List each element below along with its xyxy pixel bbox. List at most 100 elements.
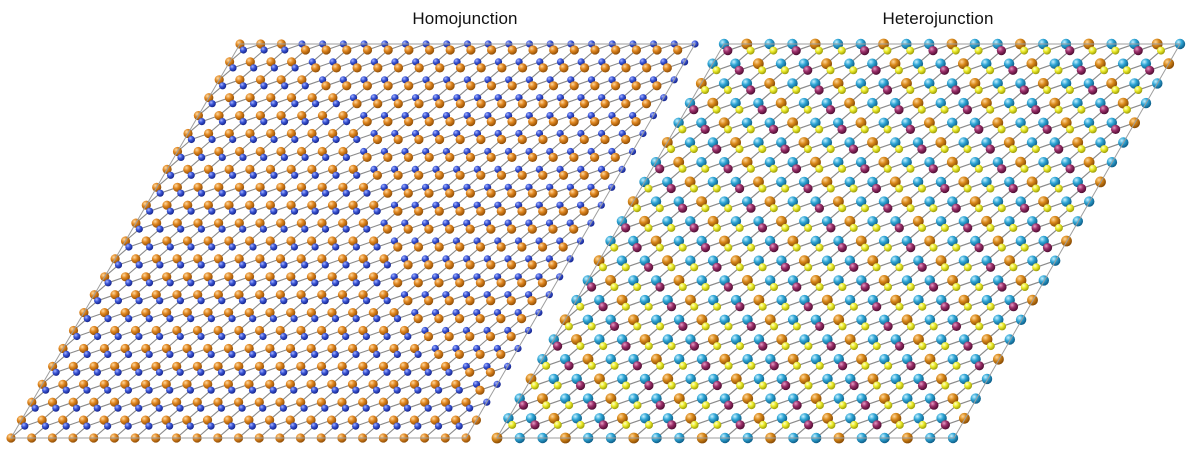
homojunction-atom-blue [300, 332, 308, 341]
heterojunction-atom-yellow [723, 86, 732, 94]
homojunction-atom-orange [338, 111, 348, 121]
homojunction-atom-blue [218, 189, 226, 197]
heterojunction-atom-magenta [757, 223, 768, 233]
heterojunction-atom-magenta [792, 282, 802, 292]
homojunction-atom-blue [176, 404, 184, 412]
homojunction-atom-blue [208, 135, 216, 144]
homojunction-atom-blue [104, 422, 112, 430]
heterojunction-atom-yellow [758, 184, 767, 193]
homojunction-atom-orange [517, 314, 527, 324]
homojunction-atom-blue [455, 422, 463, 430]
heterojunction-atom-orange2 [639, 334, 651, 345]
homojunction-atom-blue [342, 368, 350, 376]
homojunction-atom-blue [187, 171, 195, 179]
homojunction-atom-blue [445, 404, 453, 412]
homojunction-atom-blue [186, 422, 194, 430]
heterojunction-atom-orange2 [662, 255, 673, 267]
heterojunction-atom-cyan [958, 255, 970, 266]
homojunction-atom-orange [152, 218, 162, 228]
heterojunction-atom-magenta [746, 85, 756, 95]
heterojunction-atom-magenta [951, 85, 961, 95]
homojunction-atom-orange [455, 278, 465, 288]
homojunction-atom-orange [455, 206, 465, 216]
heterojunction-atom-orange2 [912, 215, 924, 227]
heterojunction-atom-yellow [599, 263, 607, 272]
heterojunction-atom-yellow [906, 204, 915, 213]
heterojunction-atom-yellow [746, 164, 755, 173]
heterojunction-atom-cyan [1004, 216, 1015, 227]
heterojunction-atom-yellow [849, 105, 858, 114]
homojunction-atom-orange [244, 308, 254, 318]
homojunction-atom-orange [352, 63, 362, 73]
heterojunction-atom-yellow [907, 401, 916, 410]
heterojunction-atom-orange2 [798, 137, 810, 148]
homojunction-atom-blue [238, 297, 247, 305]
homojunction-atom-orange [234, 361, 244, 371]
heterojunction-atom-cyan [821, 137, 833, 148]
heterojunction-atom-orange2 [1060, 117, 1072, 129]
homojunction-atom-orange [276, 182, 286, 192]
heterojunction-atom-cyan [662, 216, 673, 227]
heterojunction-atom-yellow [678, 125, 687, 134]
homojunction-atom-blue [332, 279, 340, 287]
heterojunction-atom-magenta [1099, 105, 1109, 115]
homojunction-atom-orange [296, 290, 306, 300]
heterojunction-atom-yellow [974, 86, 983, 94]
heterojunction-atom-orange2 [867, 255, 879, 267]
homojunction-atom-orange [368, 379, 378, 389]
heterojunction-atom-magenta [575, 380, 586, 391]
heterojunction-atom-magenta [1008, 65, 1018, 75]
heterojunction-atom-yellow [746, 125, 755, 134]
heterojunction-atom-yellow [667, 381, 676, 390]
homojunction-atom-orange [151, 397, 161, 407]
homojunction-atom-orange [297, 111, 307, 121]
homojunction-atom-orange [328, 93, 338, 103]
heterojunction-atom-magenta [894, 223, 904, 233]
homojunction-atom-blue [186, 386, 194, 394]
homojunction-atom-orange [476, 134, 486, 145]
homojunction-atom-orange [538, 63, 548, 73]
homojunction-atom-orange [589, 188, 600, 198]
heterojunction-atom-orange2 [707, 97, 719, 109]
homojunction-atom-orange [141, 236, 151, 246]
heterojunction-atom-yellow [918, 420, 927, 429]
homojunction-atom-blue [414, 422, 422, 430]
heterojunction-atom-yellow [918, 302, 927, 311]
homojunction-atom-blue [342, 297, 350, 305]
heterojunction-atom-magenta [974, 361, 985, 371]
homojunction-atom-orange [182, 272, 192, 282]
homojunction-atom-orange [286, 272, 296, 282]
homojunction-atom-blue [156, 297, 164, 305]
homojunction-atom-orange [223, 379, 233, 389]
heterojunction-atom-yellow [826, 184, 835, 193]
homojunction-atom-orange [559, 99, 569, 109]
heterojunction-atom-orange2 [799, 373, 811, 385]
homojunction-atom-blue [208, 171, 216, 179]
heterojunction-atom-orange2 [821, 58, 832, 70]
heterojunction-atom-cyan [981, 176, 992, 188]
heterojunction-atom-orange2 [832, 78, 844, 89]
homojunction-atom-orange [141, 379, 151, 389]
heterojunction-atom-orange2 [993, 353, 1004, 365]
heterojunction-atom-yellow [701, 283, 710, 291]
heterojunction-atom-magenta [712, 380, 722, 391]
homojunction-atom-blue [197, 332, 205, 341]
heterojunction-atom-yellow [941, 263, 949, 272]
homojunction-atom-blue [83, 315, 91, 323]
heterojunction-atom-orange2 [753, 412, 765, 424]
homojunction-atom-blue [62, 386, 70, 394]
homojunction-atom-orange [286, 93, 297, 103]
homojunction-atom-orange [297, 146, 307, 157]
homojunction-atom-orange [445, 188, 455, 198]
homojunction-atom-orange [455, 170, 465, 180]
heterojunction-atom-yellow [941, 381, 950, 390]
heterojunction-atom-cyan [959, 373, 970, 385]
homojunction-atom-orange [455, 134, 465, 145]
homojunction-atom-orange [327, 415, 337, 425]
homojunction-atom-orange [368, 272, 379, 282]
homojunction-atom-orange [234, 218, 244, 228]
homojunction-atom-blue [281, 82, 289, 90]
homojunction-atom-blue [238, 332, 246, 341]
heterojunction-atom-orange2 [810, 393, 822, 404]
homojunction-atom-blue [249, 315, 257, 323]
